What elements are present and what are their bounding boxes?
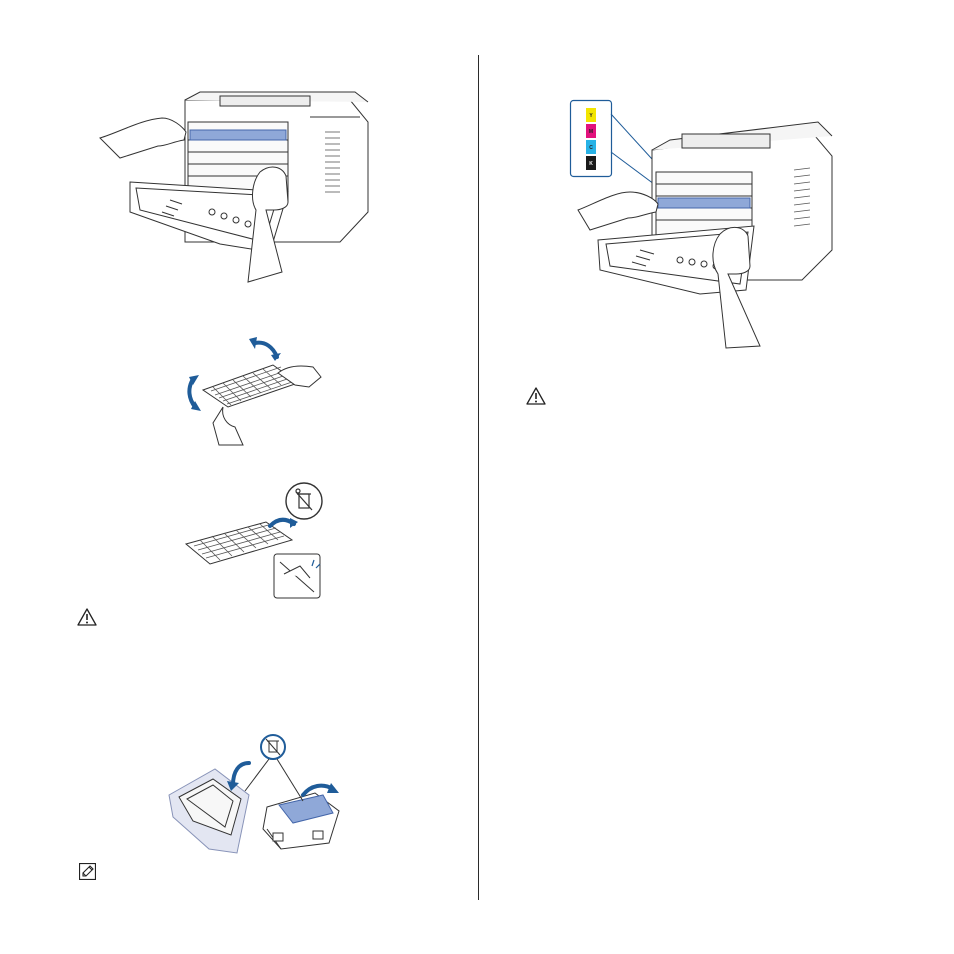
swatch-label-m: M [589,129,593,135]
shake-illustration [183,335,323,445]
unpack-illustration [163,725,353,855]
printer-open-illustration [100,92,380,282]
warning-icon [526,387,546,410]
close-caps-illustration [186,482,326,602]
warning-icon [77,608,97,631]
figure-remove-waste-container [100,92,380,282]
swatch-label-c: C [589,145,593,151]
figure-shake-container [183,335,323,445]
figure-unpack-new-container [163,725,353,855]
figure-close-caps [186,482,326,602]
note-icon [79,863,96,885]
swatch-label-k: K [589,161,593,167]
column-divider [478,55,479,900]
